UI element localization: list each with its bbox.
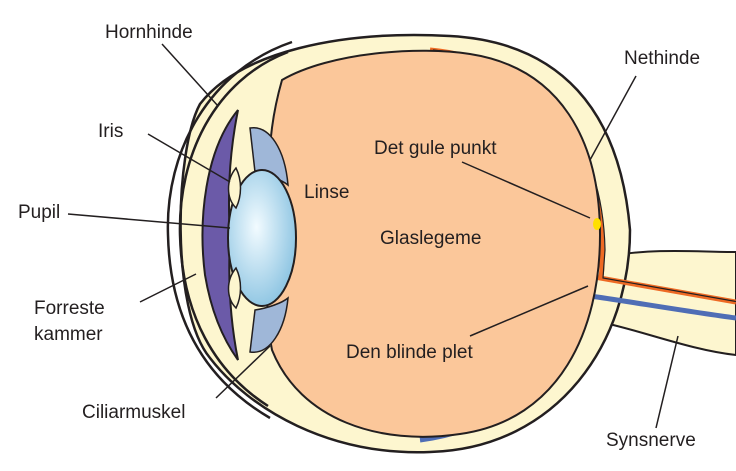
label-vitreous: Glaslegeme <box>380 228 481 249</box>
label-pupil: Pupil <box>18 202 60 223</box>
label-retina: Nethinde <box>624 48 700 69</box>
label-anterior-chamber-line2: kammer <box>34 324 103 345</box>
label-blind-spot: Den blinde plet <box>346 342 473 363</box>
label-iris: Iris <box>98 121 123 142</box>
label-lens: Linse <box>304 182 349 203</box>
label-cornea: Hornhinde <box>105 22 193 43</box>
label-macula: Det gule punkt <box>374 138 497 159</box>
pointer-optic-nerve <box>656 336 678 428</box>
label-optic-nerve: Synsnerve <box>606 430 696 451</box>
label-ciliary-muscle: Ciliarmuskel <box>82 402 185 423</box>
label-anterior-chamber-line1: Forreste <box>34 298 105 319</box>
macula-spot <box>593 218 601 230</box>
pointer-cornea <box>162 44 218 106</box>
